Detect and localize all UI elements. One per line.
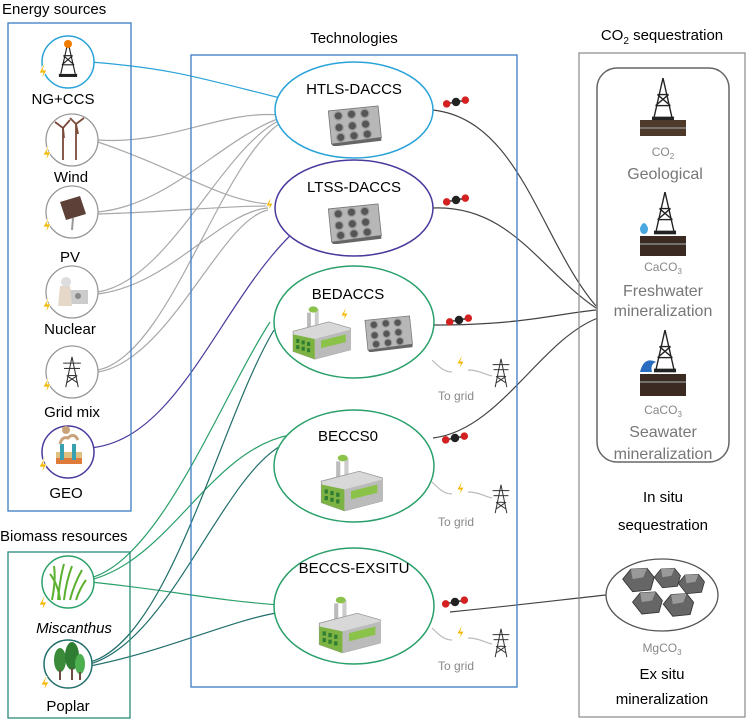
seq-freshwater: CaCO3 Freshwater mineralization	[614, 192, 713, 320]
biomass-label-poplar: Poplar	[46, 698, 89, 715]
to-grid-label: To grid	[438, 659, 474, 673]
energy-sources-header: Energy sources	[2, 1, 106, 18]
energy-label-grid: Grid mix	[44, 404, 100, 421]
energy-label-ng: NG+CCS	[32, 91, 95, 108]
energy-label-pv: PV	[60, 249, 80, 266]
tech-label-ltss: LTSS-DACCS	[307, 179, 401, 196]
miscanthus-links	[89, 321, 291, 606]
tech-label-beccs-exsitu: BECCS-EXSITU	[299, 560, 410, 577]
energy-label-wind: Wind	[54, 169, 88, 186]
seawater-formula: CaCO3	[644, 403, 682, 419]
co2-molecule-icon	[442, 96, 470, 108]
energy-node-ng: NG+CCS	[32, 35, 95, 108]
lightning-icon	[456, 626, 465, 640]
wave-icon	[640, 360, 656, 372]
energy-label-nuclear: Nuclear	[44, 321, 96, 338]
energy-sources-box	[7, 22, 132, 512]
power-pylon-icon	[492, 484, 510, 514]
dac-unit-icon	[327, 203, 383, 244]
to-grid-label: To grid	[438, 515, 474, 529]
energy-label-geo: GEO	[49, 485, 82, 502]
dac-unit-icon	[364, 315, 414, 352]
lightning-icon	[40, 676, 50, 692]
co2-molecule-icon	[441, 432, 469, 444]
seq-seawater: CaCO3 Seawater mineralization	[614, 330, 713, 463]
energy-node-wind: Wind	[42, 113, 99, 186]
power-pylon-icon	[492, 628, 510, 658]
seawater-label: Seawater	[629, 424, 697, 441]
grid-links	[431, 359, 493, 645]
tech-htls-daccs: HTLS-DACCS	[274, 61, 470, 159]
tech-ltss-daccs: LTSS-DACCS	[274, 159, 470, 257]
co2-sequestration-header: CO2 sequestration	[601, 27, 723, 47]
seq-exsitu: MgCO3 Ex situ mineralization	[605, 558, 719, 708]
grey-links	[97, 113, 299, 373]
exsitu-formula: MgCO3	[642, 641, 682, 657]
tech-label-beccs0: BECCS0	[318, 428, 378, 445]
seq-geological: CO2 Geological	[627, 78, 703, 183]
biomass-node-poplar: Poplar	[40, 639, 93, 715]
energy-node-nuclear: Nuclear	[42, 265, 99, 338]
seawater-label-2: mineralization	[614, 446, 713, 463]
tree-icon	[54, 642, 85, 680]
link-ng-htls	[89, 61, 281, 99]
nuclear-plant-icon	[58, 277, 88, 306]
geothermal-icon	[56, 426, 82, 464]
exsitu-label-2: mineralization	[616, 691, 709, 708]
geological-label: Geological	[627, 166, 703, 183]
link-geo-ltss	[89, 229, 297, 449]
in-situ-panel	[596, 67, 730, 463]
grass-icon	[49, 563, 87, 601]
tech-beccs0: BECCS0 To grid	[273, 409, 510, 529]
freshwater-label-2: mineralization	[614, 303, 713, 320]
poplar-links	[89, 329, 283, 667]
co2-sequestration-box	[578, 52, 746, 718]
tech-bedaccs: BEDACCS To grid	[273, 265, 510, 403]
solar-panel-icon	[60, 196, 86, 231]
lightning-icon	[38, 596, 48, 612]
technologies-header: Technologies	[310, 30, 398, 47]
biomass-node-miscanthus: Miscanthus	[36, 555, 112, 637]
freshwater-label: Freshwater	[623, 283, 704, 300]
to-grid-label: To grid	[438, 389, 474, 403]
co2-molecule-icon	[441, 596, 469, 608]
tech-label-htls: HTLS-DACCS	[306, 81, 402, 98]
in-situ-label: In situ	[643, 489, 683, 506]
lightning-icon	[456, 482, 465, 496]
tech-beccs-exsitu: BECCS-EXSITU To grid	[273, 547, 510, 673]
energy-node-geo: GEO	[38, 425, 95, 502]
freshwater-formula: CaCO3	[644, 260, 682, 276]
power-pylon-icon	[492, 358, 510, 388]
biomass-resources-header: Biomass resources	[0, 528, 128, 545]
sequestration-links	[432, 109, 607, 613]
geological-formula: CO2	[652, 145, 675, 161]
co2-molecule-icon	[442, 194, 470, 206]
tech-label-bedaccs: BEDACCS	[312, 286, 385, 303]
biomass-label-miscanthus: Miscanthus	[36, 620, 112, 637]
energy-node-pv: PV	[42, 185, 99, 266]
biomass-resources-box	[7, 551, 131, 719]
technologies-box	[190, 54, 518, 688]
water-drop-icon	[640, 223, 648, 234]
energy-node-grid: Grid mix	[42, 345, 100, 421]
dac-unit-icon	[327, 105, 383, 146]
wind-turbine-icon	[54, 117, 85, 160]
exsitu-label: Ex situ	[639, 666, 684, 683]
lightning-icon	[456, 356, 465, 370]
in-situ-label-2: sequestration	[618, 517, 708, 534]
